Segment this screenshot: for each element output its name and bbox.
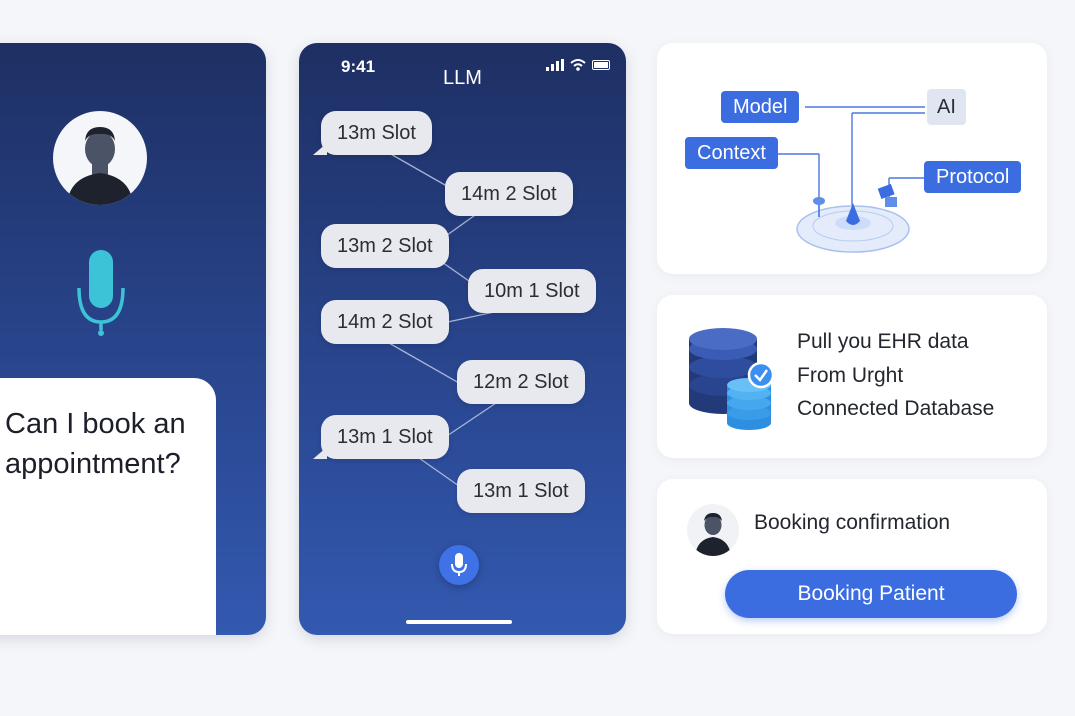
slot-bubble[interactable]: 13m Slot bbox=[321, 111, 432, 155]
booking-title: Booking confirmation bbox=[754, 511, 951, 534]
bubble-tail bbox=[313, 143, 327, 155]
diagram-connectors bbox=[777, 106, 925, 253]
context-tag: Context bbox=[685, 137, 778, 169]
slot-bubble[interactable]: 10m 1 Slot bbox=[468, 269, 596, 313]
database-card: Pull you EHR data From Urght Connected D… bbox=[657, 295, 1047, 458]
database-description: Pull you EHR data From Urght Connected D… bbox=[797, 325, 994, 426]
bubble-tail bbox=[313, 447, 327, 459]
slot-bubble[interactable]: 13m 2 Slot bbox=[321, 224, 449, 268]
slot-bubble[interactable]: 13m 1 Slot bbox=[321, 415, 449, 459]
database-icon bbox=[689, 328, 775, 430]
ai-tag: AI bbox=[927, 89, 966, 125]
screen-title: LLM bbox=[443, 67, 482, 89]
database-line: Pull you EHR data bbox=[797, 330, 969, 353]
protocol-tag: Protocol bbox=[924, 161, 1022, 193]
slot-bubble[interactable]: 12m 2 Slot bbox=[457, 360, 585, 404]
slot-bubble[interactable]: 14m 2 Slot bbox=[321, 300, 449, 344]
booking-card: Booking confirmation Booking Patient bbox=[657, 479, 1047, 634]
status-time: 9:41 bbox=[341, 57, 376, 76]
slot-bubble[interactable]: 14m 2 Slot bbox=[445, 172, 573, 216]
booking-patient-button[interactable]: Booking Patient bbox=[725, 570, 1017, 618]
signal-icon bbox=[546, 59, 564, 71]
patient-avatar bbox=[687, 504, 739, 556]
llm-phone-screen: 9:41 LLM 13m Slot 14m 2 Slot 1 bbox=[299, 43, 626, 635]
wifi-icon bbox=[570, 59, 586, 71]
microphone-icon[interactable] bbox=[76, 248, 126, 343]
database-line: Connected Database bbox=[797, 397, 995, 420]
voice-phone-screen: Can I book an appointment? bbox=[0, 43, 266, 635]
database-line: From Urght bbox=[797, 363, 904, 387]
question-card: Can I book an appointment? bbox=[0, 378, 216, 635]
protocol-diagram-card: Model AI Context Protocol bbox=[657, 43, 1047, 274]
question-text: Can I book an appointment? bbox=[5, 408, 186, 480]
user-avatar bbox=[53, 111, 147, 205]
status-bar-icons bbox=[546, 59, 610, 71]
microphone-icon bbox=[451, 553, 467, 576]
slot-bubble[interactable]: 13m 1 Slot bbox=[457, 469, 585, 513]
model-tag: Model bbox=[721, 91, 800, 123]
battery-icon bbox=[592, 60, 610, 70]
microphone-button[interactable] bbox=[439, 545, 479, 585]
home-indicator bbox=[406, 620, 512, 624]
